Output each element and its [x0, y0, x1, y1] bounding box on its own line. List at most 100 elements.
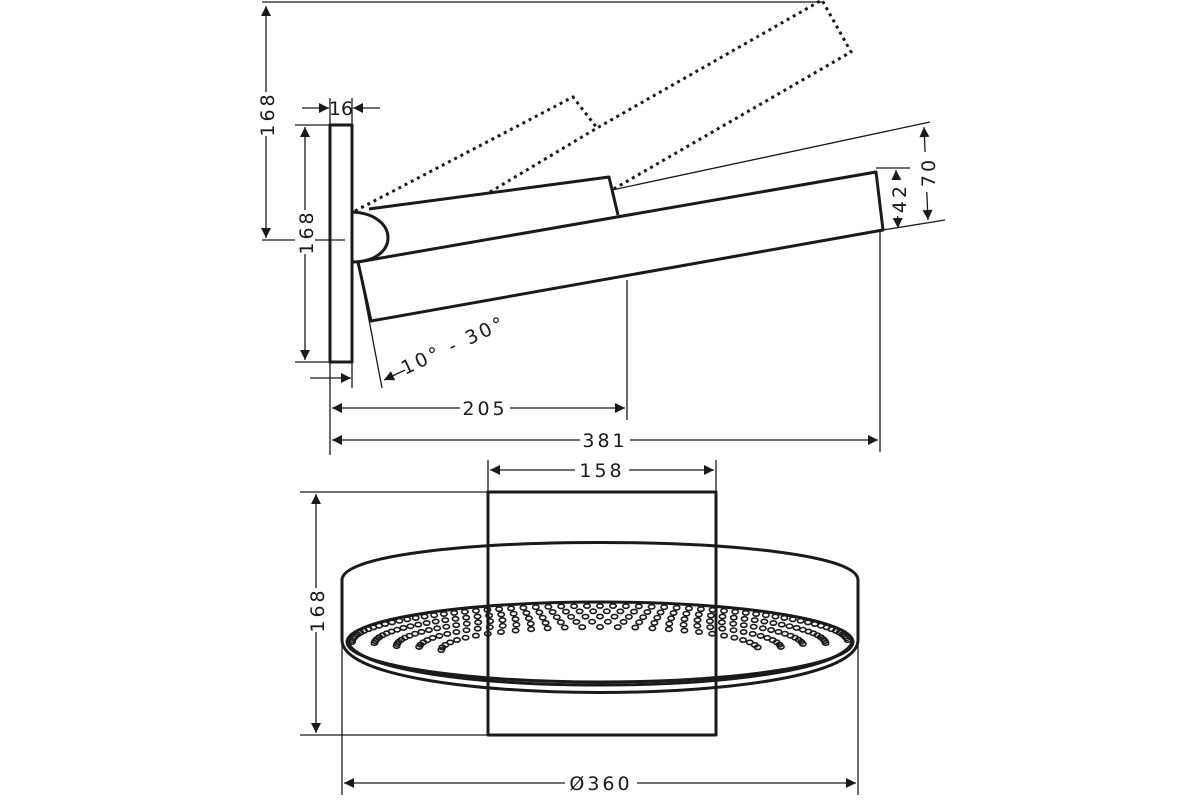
nozzle — [582, 602, 591, 609]
nozzle — [411, 614, 420, 621]
nozzle — [567, 613, 576, 620]
dim-head-outer-label: 70 — [918, 157, 940, 187]
side-view: 168 168 16 70 42 10° - 30° 205 381 — [256, 0, 946, 455]
nozzle — [578, 624, 587, 631]
nozzle — [462, 614, 471, 621]
nozzle — [473, 625, 482, 632]
nozzle — [422, 619, 431, 626]
nozzle — [774, 628, 783, 635]
nozzle — [450, 609, 459, 616]
nozzle — [452, 636, 461, 643]
nozzle — [572, 618, 581, 625]
nozzle — [595, 623, 604, 630]
nozzle — [608, 602, 617, 609]
nozzle — [717, 619, 726, 626]
nozzle — [526, 620, 535, 627]
nozzle — [803, 619, 812, 626]
nozzle — [462, 620, 471, 627]
nozzle — [595, 613, 604, 620]
nozzle — [693, 617, 702, 624]
nozzle — [656, 609, 665, 616]
nozzle — [635, 619, 644, 626]
nozzle — [739, 628, 748, 635]
dim-plate-thickness-label: 16 — [329, 98, 353, 120]
nozzle — [511, 627, 520, 634]
nozzle — [752, 610, 761, 617]
nozzle — [561, 608, 570, 615]
nozzle — [417, 628, 426, 635]
nozzle — [771, 613, 780, 620]
nozzle — [821, 639, 830, 646]
nozzle — [442, 623, 451, 630]
nozzle — [589, 608, 598, 615]
nozzle — [616, 608, 625, 615]
nozzle — [720, 632, 729, 639]
nozzle — [557, 603, 566, 610]
nozzle — [705, 618, 714, 625]
nozzle — [588, 618, 597, 625]
nozzle — [718, 625, 727, 632]
nozzle — [496, 628, 505, 635]
nozzle — [495, 606, 504, 613]
nozzle — [552, 614, 561, 621]
dim-mount-width-label: 158 — [579, 460, 624, 482]
nozzle — [507, 605, 516, 612]
nozzle — [602, 608, 611, 615]
nozzle — [667, 615, 676, 622]
nozzle — [748, 630, 757, 637]
disc-rim — [345, 639, 855, 687]
nozzle — [694, 628, 703, 635]
nozzle — [595, 602, 604, 609]
dim-front-height-label: 168 — [307, 587, 329, 632]
nozzle — [629, 608, 638, 615]
nozzle — [739, 622, 748, 629]
nozzle — [634, 603, 643, 610]
nozzle — [767, 626, 776, 633]
nozzle — [387, 619, 396, 626]
nozzle — [498, 617, 507, 624]
nozzle — [682, 610, 691, 617]
nozzle — [471, 607, 480, 614]
nozzle — [650, 619, 659, 626]
nozzle — [395, 617, 404, 624]
nozzle — [381, 620, 390, 627]
angle-range-label: 10° - 30° — [398, 312, 510, 380]
nozzle — [648, 625, 657, 632]
arm-upper — [368, 175, 620, 216]
nozzle — [424, 626, 433, 633]
nozzle — [718, 613, 727, 620]
dim-plate-height-label: 168 — [296, 209, 318, 254]
nozzle — [761, 612, 770, 619]
nozzle — [512, 621, 521, 628]
nozzle — [452, 622, 461, 629]
nozzle — [441, 617, 450, 624]
nozzle — [575, 608, 584, 615]
nozzle — [749, 623, 758, 630]
nozzle — [680, 627, 689, 634]
nozzle — [694, 611, 703, 618]
nozzle — [452, 628, 461, 635]
nozzle — [706, 624, 715, 631]
extension-line — [882, 219, 946, 231]
nozzle — [531, 604, 540, 611]
nozzle — [785, 623, 794, 630]
nozzle — [511, 616, 520, 623]
nozzle — [610, 613, 619, 620]
nozzle — [535, 609, 544, 616]
nozzle — [497, 611, 506, 618]
angle-extension-line — [357, 261, 383, 389]
nozzle — [777, 621, 786, 628]
nozzle — [556, 619, 565, 626]
nozzle — [741, 609, 750, 616]
nozzle — [603, 618, 612, 625]
nozzle — [544, 603, 553, 610]
nozzle — [792, 624, 801, 631]
nozzle — [684, 605, 693, 612]
nozzle — [581, 613, 590, 620]
nozzle — [719, 607, 728, 614]
wall-plate — [328, 123, 354, 364]
nozzle — [776, 643, 785, 650]
nozzle — [527, 626, 536, 633]
nozzle — [406, 623, 415, 630]
